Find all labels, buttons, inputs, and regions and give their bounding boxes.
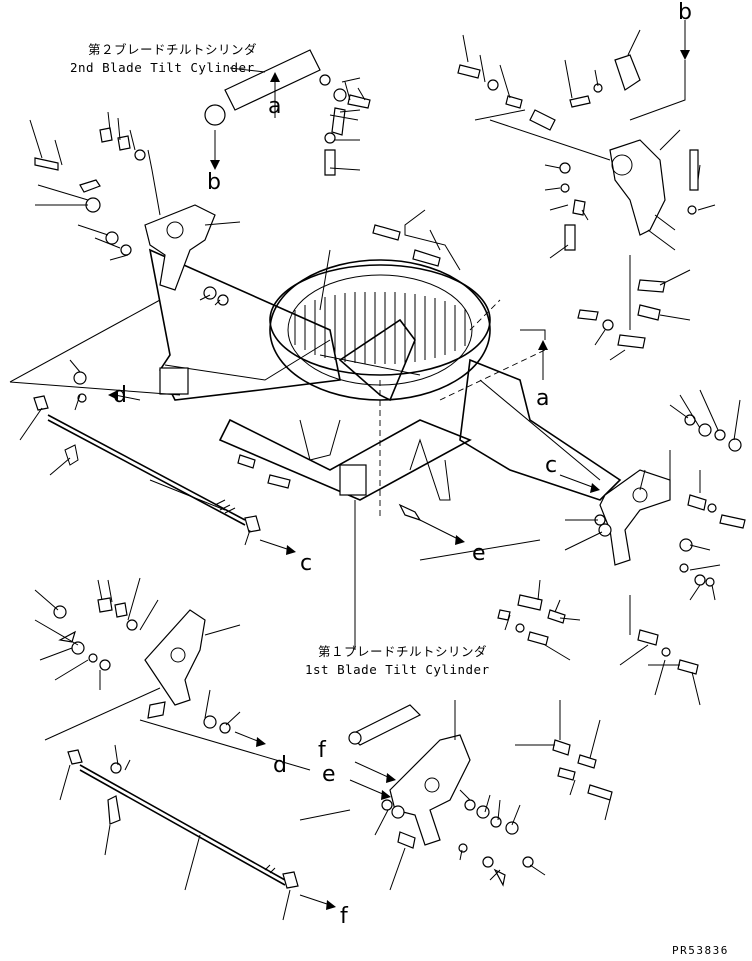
cylinder-1-caption-jp: 第１ブレードチルトシリンダ bbox=[318, 644, 488, 659]
bracket-upper-right bbox=[457, 20, 699, 380]
drawing-code: PR53836 bbox=[672, 944, 729, 957]
bracket-lower-left bbox=[53, 597, 266, 747]
leader-lines bbox=[19, 29, 741, 921]
ref-f-upper: f bbox=[318, 738, 326, 763]
reference-paths bbox=[9, 60, 686, 821]
cylinder-1 bbox=[299, 704, 613, 910]
cylinder-2 bbox=[204, 49, 371, 176]
ref-a-right: a bbox=[536, 386, 550, 411]
ref-e-bottom: e bbox=[322, 762, 336, 787]
cylinder-2-caption-jp: 第２ブレードチルトシリンダ bbox=[88, 42, 258, 57]
ref-f-bottom: f bbox=[340, 904, 348, 929]
bracket-right-mid bbox=[559, 414, 746, 675]
ref-c-right: c bbox=[545, 453, 558, 478]
ref-c-bottom: c bbox=[300, 551, 313, 576]
ref-d-left: d bbox=[113, 383, 127, 408]
ref-d-lower: d bbox=[273, 753, 287, 778]
bracket-upper-left bbox=[34, 127, 229, 306]
ref-b-right: b bbox=[678, 0, 692, 25]
ref-b-left: b bbox=[207, 170, 221, 195]
center-bolts bbox=[108, 224, 566, 646]
cylinder-2-caption-en: 2nd Blade Tilt Cylinder bbox=[70, 60, 255, 75]
ref-e-center: e bbox=[472, 541, 486, 566]
ref-a-top: a bbox=[268, 94, 282, 119]
tie-rod-lower bbox=[67, 749, 299, 889]
tie-rod-upper bbox=[33, 371, 261, 533]
cylinder-1-caption-en: 1st Blade Tilt Cylinder bbox=[305, 662, 490, 677]
